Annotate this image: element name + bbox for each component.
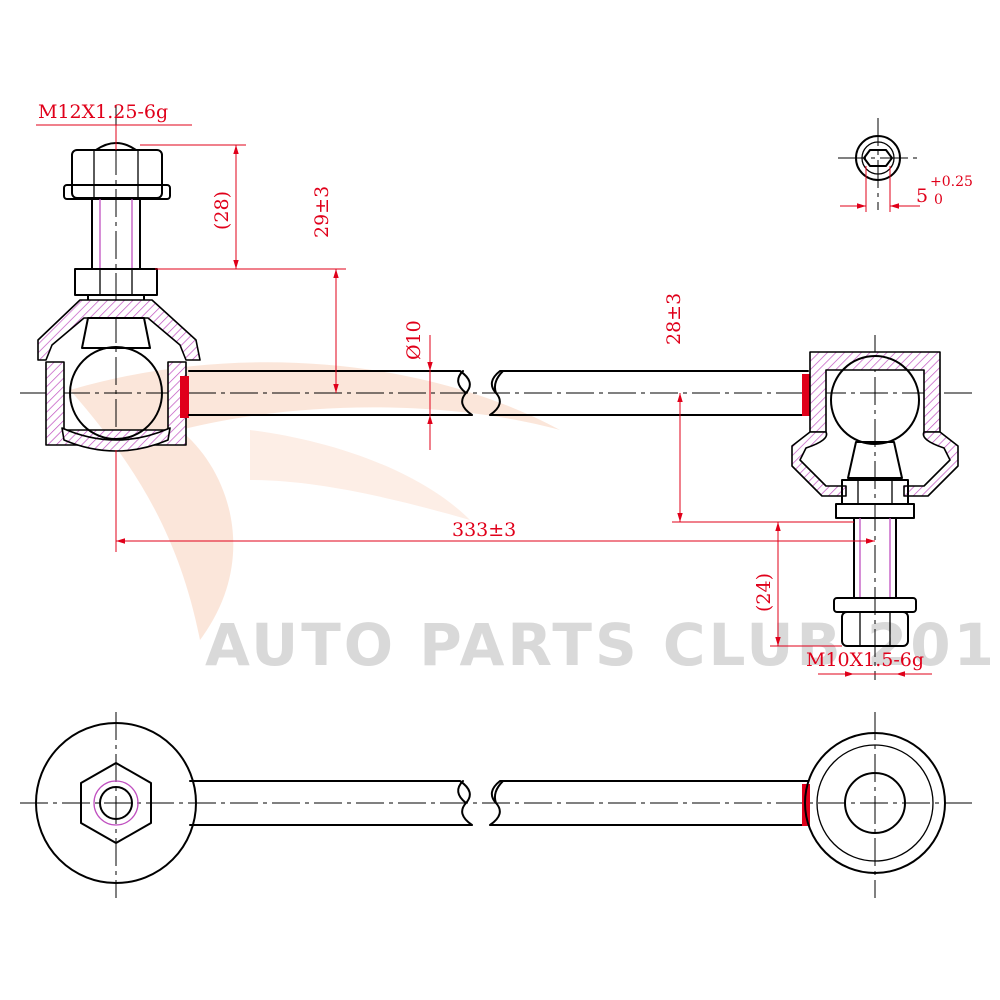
dim-29: 29±3 — [311, 186, 333, 238]
right-ball-joint — [791, 351, 959, 497]
left-stud — [63, 142, 171, 311]
hex-socket-detail: 5 +0.25 0 — [838, 118, 973, 212]
hex-size-value: 5 — [916, 185, 928, 207]
hex-tolerance-lower: 0 — [934, 192, 943, 208]
dim-rod-diameter: Ø10 — [403, 320, 425, 360]
dim-overall-length: 333±3 — [452, 519, 516, 541]
left-ball-joint — [37, 299, 201, 452]
top-view: M12X1.25-6g (28) 29±3 Ø10 28±3 333±3 (24… — [20, 101, 975, 680]
background-logo — [70, 362, 560, 640]
hex-tolerance-upper: +0.25 — [930, 174, 973, 190]
rod — [188, 370, 809, 416]
dim-28-reference: (28) — [211, 191, 233, 230]
dimension-lines — [36, 124, 932, 677]
bottom-view — [20, 712, 975, 898]
right-stud — [833, 479, 917, 647]
thread-spec-top: M12X1.25-6g — [38, 101, 168, 123]
thread-spec-bottom: M10X1.5-6g — [806, 649, 924, 671]
dim-28: 28±3 — [663, 293, 685, 345]
dim-24-reference: (24) — [753, 573, 775, 612]
